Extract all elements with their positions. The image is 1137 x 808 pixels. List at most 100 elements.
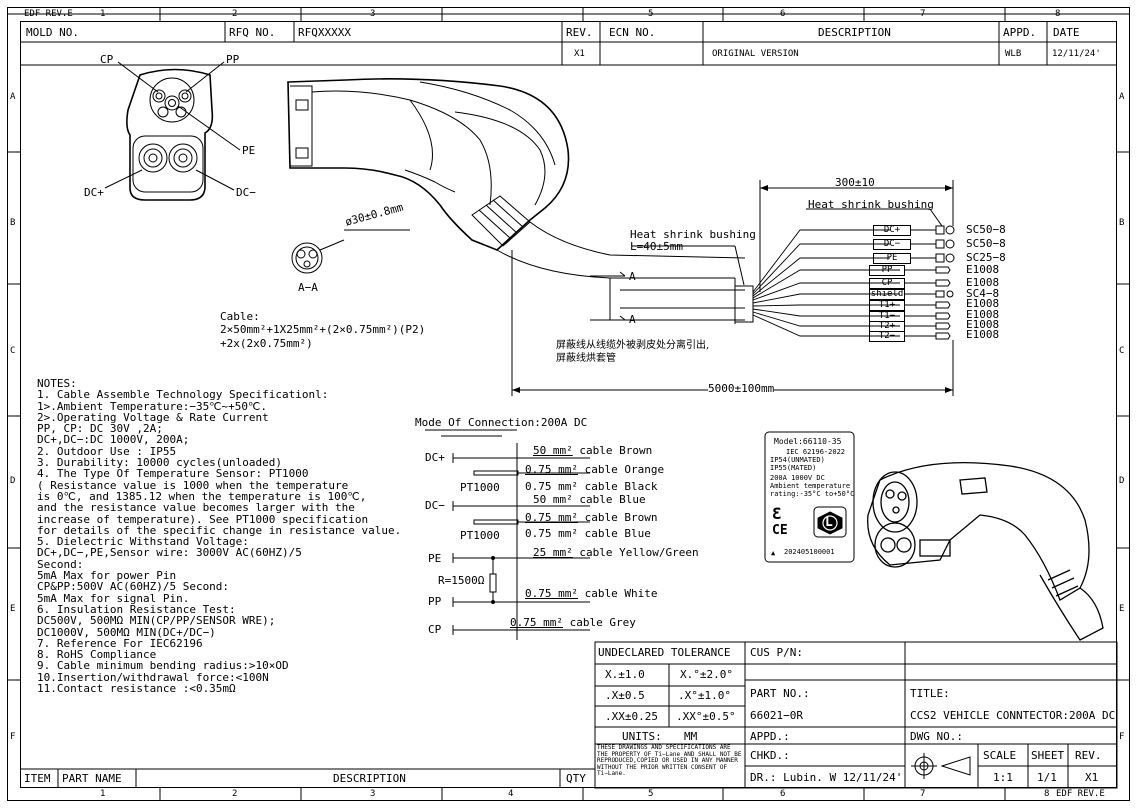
wire-tag-pp: PP: [869, 265, 905, 276]
title-value: CCS2 VEHICLE CONNTECTOR:200A DC: [910, 709, 1116, 722]
row-letter-f-left: F: [10, 732, 16, 742]
wire-tag-t2-minus: T2−: [869, 331, 905, 342]
description-label: DESCRIPTION: [818, 26, 891, 39]
sheet-label: SHEET: [1031, 749, 1065, 762]
wire-term-dc-plus: SC50−8: [966, 223, 1006, 236]
tolerance-header: UNDECLARED TOLERANCE: [598, 646, 731, 659]
note-line: increase of temperature). See PT1000 spe…: [37, 512, 369, 526]
plate-ambient: Ambient temperature: [770, 482, 851, 490]
note-line: DC1000V, 500MΩ MIN(DC+/DC−): [37, 625, 216, 639]
note-line: 4. The Type Of Temperature Sensor: PT100…: [37, 467, 309, 481]
plate-ip55: IP55(MATED): [770, 464, 817, 472]
zone-label-bottom-5: 5: [648, 789, 654, 799]
disclaimer: THESE DRAWINGS AND SPECIFICATIONS ARE TH…: [597, 744, 742, 778]
row-letter-a-right: A: [1119, 92, 1125, 102]
row-letter-b-left: B: [10, 218, 16, 228]
heat-shrink-label-2: Heat shrink bushing: [808, 198, 934, 211]
appd-label: APPD.: [1003, 26, 1037, 39]
note-line: 1. Cable Assemble Technology Specificati…: [37, 388, 329, 402]
tolerance-r3a: .XX±0.25: [605, 710, 658, 723]
note-line: 9. Cable minimum bending radius:>10×OD: [37, 659, 289, 673]
cable-size: 0.75 mm²: [525, 511, 578, 524]
plate-ip54: IP54(UNMATED): [770, 456, 825, 464]
mode-title: Mode Of Connection:200A DC: [415, 416, 588, 429]
cable-desc: cable Yellow/Green: [579, 546, 699, 559]
note-line: 1>.Ambient Temperature:−35℃~+50℃.: [37, 399, 268, 413]
note-line: ( Resistance value is 1000 when the temp…: [37, 478, 349, 492]
row-letter-a-left: A: [10, 92, 16, 102]
zone-label-7: 7: [920, 9, 926, 19]
cable-size: 0.75 mm²: [525, 587, 578, 600]
appd-block-label: APPD.:: [750, 730, 790, 743]
tolerance-r1b: X.°±2.0°: [680, 668, 733, 681]
tolerance-r2b: .X°±1.0°: [678, 689, 731, 702]
zone-label-bottom-4: 4: [508, 789, 514, 799]
cable-spec-line3: +2x(2x0.75mm²): [220, 337, 313, 350]
edf-rev-top: EDF REV.E: [24, 9, 73, 19]
zone-label-1: 1: [100, 9, 106, 19]
notes-block: NOTES: 1. Cable Assemble Technology Spec…: [37, 377, 417, 696]
face-pe-label: PE: [242, 144, 256, 157]
rev-block-value: X1: [1085, 771, 1099, 784]
mode-pt1000-a: PT1000: [460, 481, 500, 494]
date-label: DATE: [1053, 26, 1080, 39]
cable-desc: cable Blue: [579, 493, 646, 506]
plate-standard: IEC 62196-2022: [786, 448, 846, 456]
wire-tag-t1-plus: T1+: [869, 300, 905, 311]
wire-term-t1-plus: E1008: [966, 297, 1000, 310]
wire-term-t1-minus: E1008: [966, 308, 1000, 321]
wire-tag-shield: shield: [869, 289, 905, 300]
cable-desc: cable White: [584, 587, 658, 600]
cut-mark-a-bottom: A: [629, 313, 636, 326]
wire-tag-pe: PE: [873, 253, 911, 264]
cable-spec-line2: 2×50mm²+1X25mm²+(2×0.75mm²)(P2): [220, 323, 426, 336]
rfq-no-label: RFQ NO.: [229, 26, 276, 39]
title-label: TITLE:: [910, 687, 950, 700]
edf-rev-bottom: EDF REV.E: [1056, 789, 1105, 799]
row-letter-d-right: D: [1119, 476, 1125, 486]
row-letter-b-right: B: [1119, 218, 1125, 228]
note-line: 11.Contact resistance :<0.35mΩ: [37, 682, 236, 696]
cable-size: 50 mm²: [533, 444, 573, 457]
note-line: DC+,DC−:DC 1000V, 200A;: [37, 433, 190, 447]
cable-size: 0.75 mm²: [510, 616, 563, 629]
note-line: 5. Dielectric Withstand Voltage:: [37, 535, 249, 549]
note-line: NOTES:: [37, 377, 77, 390]
cut-mark-a-top: A: [629, 270, 636, 283]
note-line: 8. RoHS Compliance: [37, 648, 157, 662]
mode-cable-row: 0.75 mm² cable Orange: [525, 464, 664, 476]
shield-note-zh-2: 屏蔽线烘套管: [556, 353, 616, 364]
wire-tag-dc-minus: DC−: [873, 239, 911, 250]
rev-value: X1: [574, 49, 585, 59]
mode-pp: PP: [428, 595, 442, 608]
cable-size: 50 mm²: [533, 493, 573, 506]
bom-item-label: ITEM: [24, 772, 51, 785]
zone-label-2: 2: [232, 9, 238, 19]
dimension-5000: 5000±100mm: [708, 382, 775, 395]
part-no-value: 66021−0R: [750, 709, 803, 722]
wire-tag-dc-plus: DC+: [873, 225, 911, 236]
bom-part-name-label: PART NAME: [62, 772, 122, 785]
section-label: A−A: [298, 281, 318, 294]
cable-spec-line1: Cable:: [220, 310, 260, 323]
mode-dc-plus: DC+: [425, 451, 445, 464]
note-line: Second:: [37, 557, 84, 571]
plate-ambient-range: rating:-35°C to+50°C: [770, 490, 855, 498]
plate-ce-mark: CE: [772, 523, 788, 538]
mode-cp: CP: [428, 623, 442, 636]
tolerance-r2a: .X±0.5: [605, 689, 645, 702]
cable-desc: cable Blue: [584, 527, 651, 540]
face-dc-plus-label: DC+: [84, 186, 104, 199]
zone-label-bottom-1: 1: [100, 789, 106, 799]
plate-model: Model:66110-35: [774, 437, 842, 446]
plate-l-logo: L: [825, 515, 833, 530]
heat-shrink-label: Heat shrink bushing: [630, 228, 756, 241]
note-line: is 0℃, and 1385.12 when the temperature …: [37, 489, 367, 503]
zone-label-6: 6: [780, 9, 786, 19]
rfq-no-value: RFQXXXXX: [298, 26, 351, 39]
face-dc-minus-label: DC−: [236, 186, 256, 199]
mode-cable-row: 50 mm² cable Brown: [533, 445, 652, 457]
row-letter-c-left: C: [10, 346, 16, 356]
wire-term-shield: SC4−8: [966, 287, 1000, 300]
wire-term-t2-minus: E1008: [966, 328, 1000, 341]
